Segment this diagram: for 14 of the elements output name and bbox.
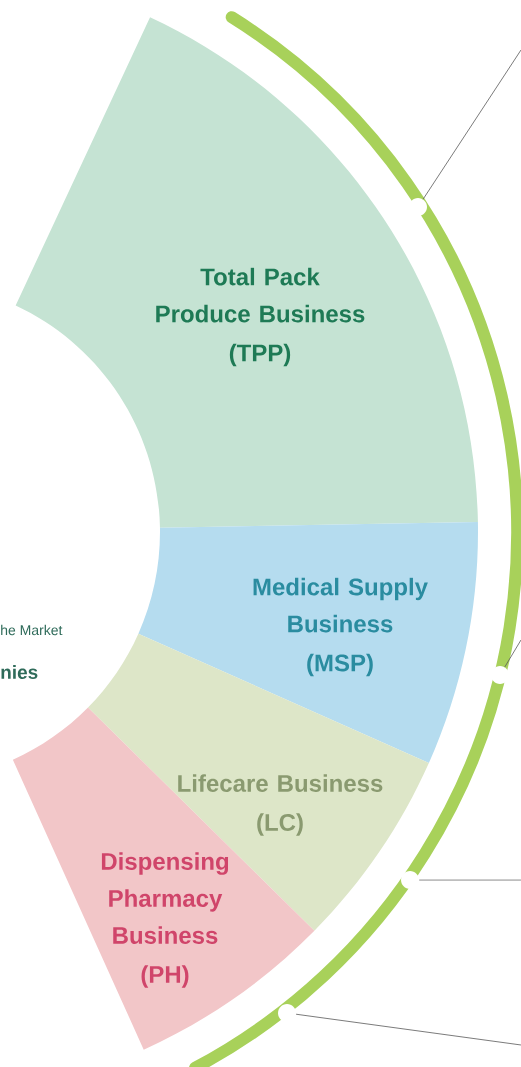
sector-label: Medical Supply Business (MSP) bbox=[253, 577, 428, 677]
label: nies bbox=[1, 665, 38, 679]
dot bbox=[491, 666, 509, 684]
dot bbox=[401, 871, 419, 889]
sector-label: Total Pack Produce Business (TPP) bbox=[156, 267, 365, 367]
dot bbox=[278, 1004, 296, 1022]
leader-line bbox=[418, 879, 521, 881]
leader-line bbox=[504, 639, 521, 668]
dot bbox=[409, 198, 427, 216]
sector-label: Dispensing Pharmacy Business (PH) bbox=[101, 852, 229, 988]
leader-line bbox=[422, 49, 521, 200]
label: he Market bbox=[1, 624, 63, 636]
leader-line bbox=[295, 1013, 521, 1046]
sector-label: Lifecare Business (LC) bbox=[178, 774, 383, 836]
